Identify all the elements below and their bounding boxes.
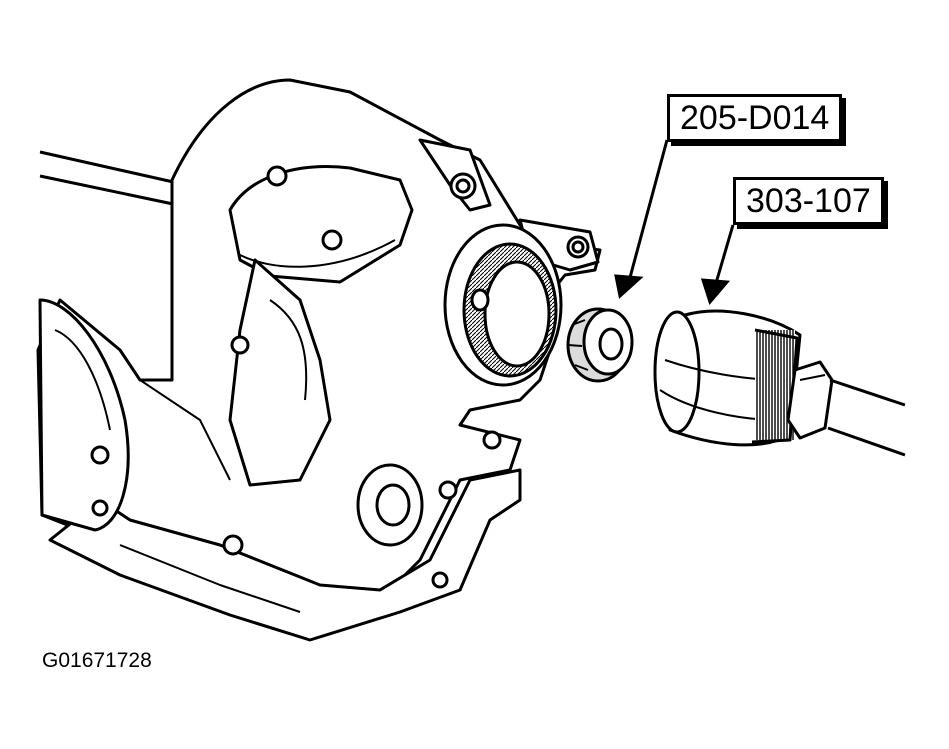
bolt-5	[91, 499, 109, 517]
figure-id: G01671728	[42, 649, 152, 672]
handle-rod	[827, 378, 906, 457]
bell-housing	[38, 298, 130, 532]
bolt-1	[266, 165, 288, 187]
leader-lines	[614, 139, 735, 306]
hex-nut	[786, 360, 834, 440]
bolt-6	[222, 534, 244, 556]
bolt-4	[90, 445, 110, 465]
callout-handle: 303-107	[733, 177, 884, 225]
governor-housing	[228, 258, 332, 487]
callout-seal-installer: 205-D014	[667, 94, 843, 142]
leader-handle	[712, 224, 735, 291]
arrowhead-handle	[700, 278, 731, 306]
transmission-case	[36, 78, 602, 642]
leader-seal-installer	[626, 139, 669, 286]
bolt-2	[321, 229, 343, 251]
seal-installer-tool	[653, 309, 906, 457]
rear-seal	[566, 307, 634, 383]
bolt-7	[438, 480, 458, 500]
arrowhead-seal-installer	[614, 274, 644, 299]
bolt-8	[482, 430, 502, 450]
bolt-9	[431, 571, 449, 589]
oil-pan	[48, 468, 522, 642]
bolt-3	[230, 335, 250, 355]
